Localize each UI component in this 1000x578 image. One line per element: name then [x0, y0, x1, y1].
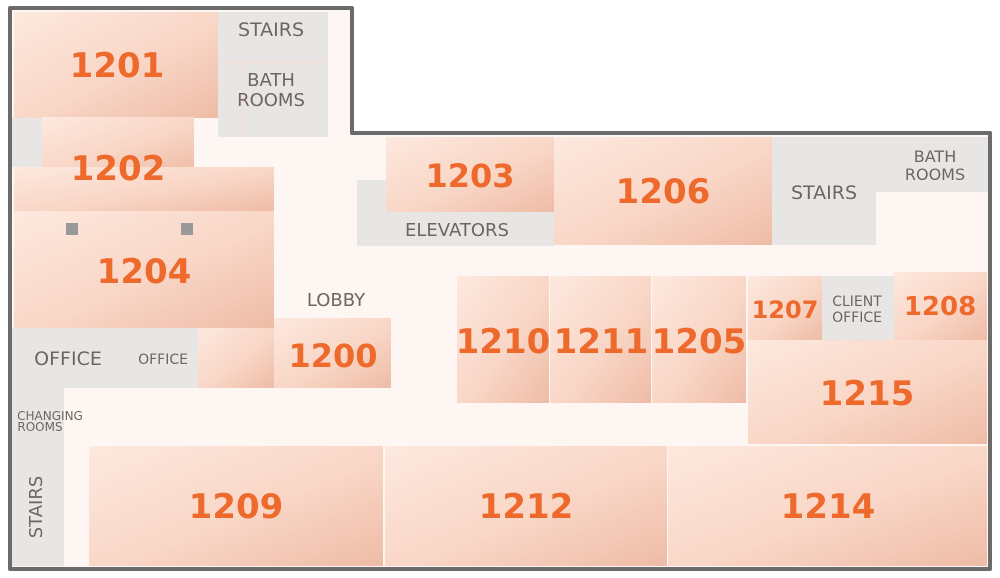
room-1203[interactable]	[386, 137, 554, 212]
room-1209[interactable]	[89, 446, 383, 566]
changing-rooms-label-line1: CHANGING	[17, 409, 83, 423]
room-1202-extension[interactable]	[14, 167, 274, 211]
room-1204[interactable]	[14, 211, 274, 328]
column-marker	[66, 223, 78, 235]
column-marker	[181, 223, 193, 235]
room-1212[interactable]	[385, 446, 667, 566]
partitions	[218, 61, 894, 341]
room-label-1215: 1215	[820, 374, 915, 414]
stairs-top-area	[218, 12, 328, 62]
client-office-label-line2: OFFICE	[832, 310, 882, 326]
elevators-label: ELEVATORS	[405, 220, 509, 241]
client-office-area	[822, 276, 894, 340]
client-office-label-line1: CLIENT	[832, 294, 882, 310]
corner-block	[12, 117, 42, 167]
service-areas	[12, 12, 988, 566]
office-small-area	[128, 328, 198, 388]
room-label-1207: 1207	[752, 296, 819, 324]
room-1211[interactable]	[550, 276, 651, 403]
room-label-1201: 1201	[70, 46, 165, 86]
bathrooms-top-label-line2: ROOMS	[237, 90, 305, 111]
room-labels: 1201 1202 1204 1200 1203 1206 1210 1211 …	[70, 46, 977, 527]
room-label-1206: 1206	[616, 172, 711, 212]
room-label-1208: 1208	[904, 292, 976, 322]
room-1202[interactable]	[42, 117, 194, 172]
bathrooms-right-label-line1: BATH	[914, 147, 956, 166]
lobby-label: LOBBY	[307, 290, 366, 311]
room-1214[interactable]	[668, 446, 987, 566]
room-label-1202: 1202	[71, 149, 166, 189]
rooms	[14, 12, 987, 566]
room-1205[interactable]	[652, 276, 746, 403]
bathrooms-right-area	[876, 137, 988, 192]
stairs-left-area	[12, 456, 64, 566]
bathrooms-top-area	[218, 62, 328, 137]
room-label-1200: 1200	[288, 337, 377, 375]
room-1207[interactable]	[748, 276, 822, 340]
room-1200-annex[interactable]	[198, 328, 274, 388]
office-left-label: OFFICE	[34, 348, 102, 370]
room-label-1214: 1214	[781, 487, 876, 527]
office-small-label: OFFICE	[138, 352, 188, 368]
room-label-1204: 1204	[97, 252, 192, 292]
room-1208[interactable]	[894, 272, 987, 340]
bathrooms-right-label-line2: ROOMS	[905, 165, 965, 184]
room-label-1211: 1211	[554, 322, 649, 362]
room-label-1212: 1212	[479, 487, 574, 527]
room-label-1205: 1205	[652, 322, 747, 362]
room-1210[interactable]	[457, 276, 549, 403]
room-1200[interactable]	[274, 318, 391, 388]
room-1215[interactable]	[748, 340, 987, 444]
stairs-top-label: STAIRS	[238, 19, 304, 41]
room-1206[interactable]	[554, 137, 772, 245]
room-label-1210: 1210	[456, 322, 551, 362]
changing-rooms-label-line2: ROOMS	[17, 420, 62, 434]
stairs-right-area	[772, 137, 876, 245]
room-1201[interactable]	[14, 12, 218, 118]
room-label-1203: 1203	[425, 157, 514, 195]
stairs-right-label: STAIRS	[791, 182, 857, 204]
office-left-area	[12, 328, 128, 388]
area-labels: STAIRS BATH ROOMS ELEVATORS LOBBY STAIRS…	[17, 19, 965, 538]
bathrooms-top-label-line1: BATH	[247, 70, 295, 91]
stairs-left-label: STAIRS	[26, 476, 47, 539]
room-label-1209: 1209	[189, 487, 284, 527]
changing-rooms-area	[12, 388, 64, 456]
